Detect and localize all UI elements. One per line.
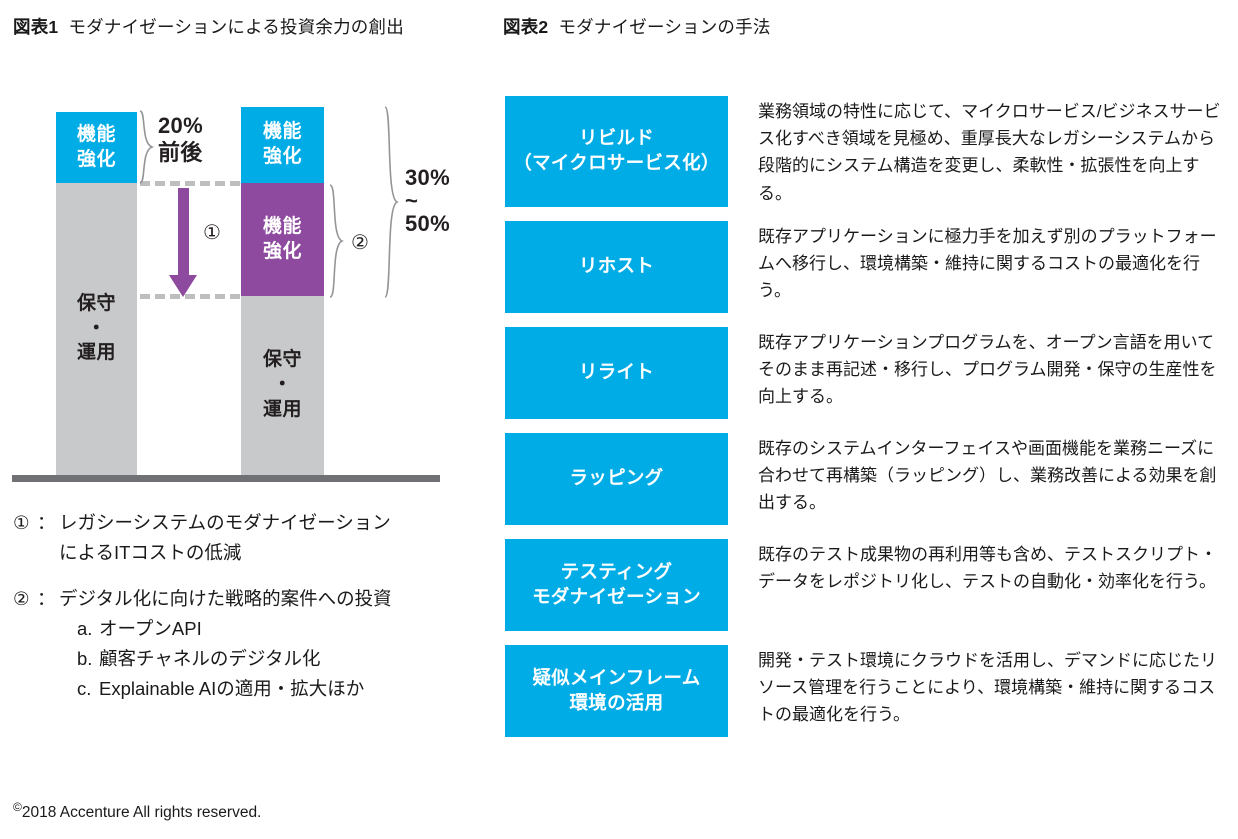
- figure2-title-text: モダナイゼーションの手法: [558, 17, 771, 37]
- method-label-wrapping: ラッピング: [505, 432, 728, 525]
- note-2-marker: ②: [13, 587, 30, 609]
- note-2-line1: デジタル化に向けた戦略的案件への投資: [59, 587, 392, 609]
- table-row: テスティング モダナイゼーション 既存のテスト成果物の再利用等も含め、テストスク…: [505, 538, 1225, 631]
- note-2-sub-a-text: オープンAPI: [99, 617, 202, 639]
- note-2-colon: ：: [37, 587, 56, 609]
- table-row: リホスト 既存アプリケーションに極力手を加えず別のプラットフォームへ移行し、環境…: [505, 220, 1225, 313]
- bar1-maintain-line3: 運用: [76, 342, 116, 364]
- method-label-testing-modernization: テスティング モダナイゼーション: [505, 538, 728, 631]
- figure1-number: 図表1: [13, 17, 59, 37]
- pct-right-line2: ~: [405, 188, 419, 214]
- method-description-testing-modernization: 既存のテスト成果物の再利用等も含め、テストスクリプト・データをレポジトリ化し、テ…: [758, 544, 1217, 591]
- method-label-rehost-line1: リホスト: [578, 255, 655, 277]
- bar2-enhance-top-line2: 強化: [262, 146, 302, 167]
- guide-line-top: [140, 181, 240, 186]
- table-row: 疑似メインフレーム 環境の活用 開発・テスト環境にクラウドを活用し、デマンドに応…: [505, 644, 1225, 737]
- chart-baseline: [12, 475, 440, 482]
- note-item-1: ① ： レガシーシステムのモダナイゼーション によるITコストの低減: [13, 508, 483, 568]
- method-label-rewrite: リライト: [505, 326, 728, 419]
- table-row: ラッピング 既存のシステムインターフェイスや画面機能を業務ニーズに合わせて再構築…: [505, 432, 1225, 525]
- note-1-body: レガシーシステムのモダナイゼーション によるITコストの低減: [59, 508, 483, 568]
- bar1-enhance-line1: 機能: [76, 123, 116, 145]
- pct-left-line1: 20%: [158, 113, 203, 138]
- figure2-title: 図表2 モダナイゼーションの手法: [503, 14, 771, 39]
- method-label-pseudo-line1: 疑似メインフレーム: [532, 666, 701, 688]
- figure1-title: 図表1 モダナイゼーションによる投資余力の創出: [13, 14, 404, 39]
- note-2-body: デジタル化に向けた戦略的案件への投資 a. オープンAPI b. 顧客チャネルの…: [59, 584, 483, 704]
- note-2-sub-b: b. 顧客チャネルのデジタル化: [77, 644, 483, 674]
- bar1-segment-maintain: 保守 ・ 運用: [56, 183, 137, 475]
- method-description-pseudo-mainframe: 開発・テスト環境にクラウドを活用し、デマンドに応じたリソース管理を行うことにより…: [758, 650, 1217, 725]
- pct-right-line3: 50%: [405, 211, 450, 237]
- bar1-maintain-line1: 保守: [76, 292, 116, 314]
- table-row: リライト 既存アプリケーションプログラムを、オープン言語を用いてそのまま再記述・…: [505, 326, 1225, 419]
- bar2-enhance-top-line1: 機能: [262, 121, 302, 143]
- bar2-maintain-line1: 保守: [262, 349, 302, 371]
- method-label-rebuild-line1: リビルド: [578, 127, 655, 149]
- note-2-sub-c: c. Explainable AIの適用・拡大ほか: [77, 674, 483, 704]
- method-label-rehost: リホスト: [505, 220, 728, 313]
- bar-modernized: 機能 強化 機能 強化 保守 ・ 運用: [241, 100, 324, 475]
- method-label-rebuild-line2: （マイクロサービス化）: [513, 152, 720, 174]
- label-30-50-percent: 30% ~ 50%: [405, 166, 450, 235]
- table-row: リビルド （マイクロサービス化） 業務領域の特性に応じて、マイクロサービス/ビジ…: [505, 96, 1225, 207]
- bar1-enhance-line2: 強化: [76, 148, 116, 170]
- marker-two: ②: [351, 232, 369, 254]
- cost-reduction-arrow-shaft: [178, 188, 189, 278]
- note-1-line2: によるITコストの低減: [59, 541, 242, 563]
- note-1-colon: ：: [37, 512, 56, 533]
- note-2-sub-b-text: 顧客チャネルのデジタル化: [99, 647, 321, 669]
- bar2-segment-maintain: 保守 ・ 運用: [241, 296, 324, 475]
- bar1-segment-enhance: 機能 強化: [56, 112, 137, 183]
- bar-chart: 機能 強化 保守 ・ 運用 機能 強化 機能 強化 保守 ・ 運用: [0, 60, 480, 490]
- bar1-maintain-line2: ・: [86, 317, 107, 339]
- bar2-segment-enhance-new: 機能 強化: [241, 183, 324, 296]
- copyright-symbol: ©: [13, 800, 22, 814]
- method-label-wrapping-line1: ラッピング: [569, 467, 664, 489]
- figure2-number: 図表2: [503, 17, 549, 37]
- copyright-text: 2018 Accenture All rights reserved.: [21, 804, 262, 822]
- note-2-sub-a-key: a.: [77, 617, 93, 639]
- method-description-wrapping: 既存のシステムインターフェイスや画面機能を業務ニーズに合わせて再構築（ラッピング…: [758, 438, 1217, 513]
- method-description-rebuild: 業務領域の特性に応じて、マイクロサービス/ビジネスサービス化すべき領域を見極め、…: [758, 102, 1221, 203]
- method-label-pseudo-mainframe: 疑似メインフレーム 環境の活用: [505, 644, 728, 737]
- note-2-sub-b-key: b.: [77, 647, 93, 669]
- note-2-sub-c-text: Explainable AIの適用・拡大ほか: [99, 677, 365, 699]
- copyright-footer: ©2018 Accenture All rights reserved.: [13, 800, 261, 822]
- bar2-segment-enhance-top: 機能 強化: [241, 107, 324, 183]
- method-label-rewrite-line1: リライト: [578, 361, 655, 383]
- note-2-sub-c-key: c.: [77, 677, 92, 699]
- bar2-maintain-line2: ・: [272, 374, 293, 396]
- bar2-maintain-line3: 運用: [262, 398, 302, 420]
- pct-right-line1: 30%: [405, 165, 450, 190]
- method-description-rewrite: 既存アプリケーションプログラムを、オープン言語を用いてそのまま再記述・移行し、プ…: [758, 332, 1217, 407]
- modernization-methods-table: リビルド （マイクロサービス化） 業務領域の特性に応じて、マイクロサービス/ビジ…: [505, 96, 1225, 751]
- pct-left-line2: 前後: [158, 139, 203, 165]
- note-1-line1: レガシーシステムのモダナイゼーション: [59, 512, 391, 533]
- method-label-testing-line1: テスティング: [560, 560, 673, 582]
- method-description-rehost: 既存アプリケーションに極力手を加えず別のプラットフォームへ移行し、環境構築・維持…: [758, 226, 1217, 301]
- bracket-20-percent: [139, 110, 154, 184]
- note-item-2: ② ： デジタル化に向けた戦略的案件への投資 a. オープンAPI b. 顧客チ…: [13, 584, 483, 704]
- method-label-rebuild: リビルド （マイクロサービス化）: [505, 96, 728, 207]
- chart-notes: ① ： レガシーシステムのモダナイゼーション によるITコストの低減 ② ： デ…: [13, 508, 483, 704]
- bar2-enhance-mid-line1: 機能: [262, 215, 302, 237]
- note-1-marker: ①: [13, 512, 30, 533]
- figure1-title-text: モダナイゼーションによる投資余力の創出: [68, 17, 404, 37]
- method-label-testing-line2: モダナイゼーション: [532, 585, 701, 607]
- label-20-percent: 20% 前後: [158, 113, 203, 167]
- bracket-purple-segment: [329, 184, 344, 298]
- note-2-sub-a: a. オープンAPI: [77, 614, 483, 644]
- cost-reduction-arrow-head: [169, 275, 197, 297]
- method-label-pseudo-line2: 環境の活用: [569, 691, 664, 713]
- bar2-enhance-mid-line2: 強化: [262, 240, 302, 262]
- bar-current: 機能 強化 保守 ・ 運用: [56, 100, 137, 475]
- bracket-30-50-percent: [384, 106, 399, 298]
- marker-one: ①: [203, 222, 221, 244]
